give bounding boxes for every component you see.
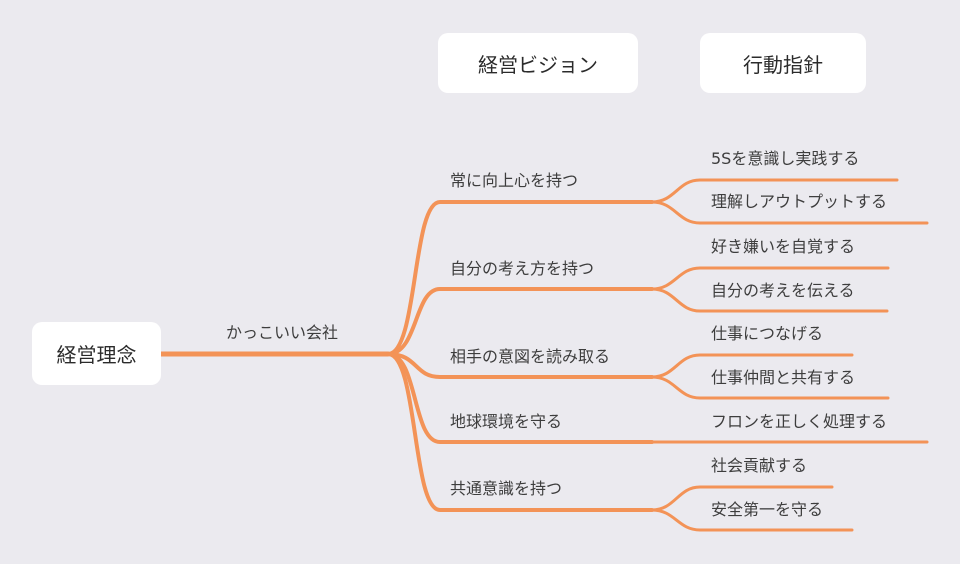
vision-node-2[interactable]: 自分の考え方を持つ <box>450 259 595 278</box>
vision-node-5[interactable]: 共通意識を持つ <box>450 479 563 498</box>
action-node-1-1[interactable]: 5Sを意識し実践する <box>711 149 860 168</box>
connector-action-2-2 <box>650 287 889 313</box>
connector-action-5-2 <box>650 508 854 532</box>
vision-node-1[interactable]: 常に向上心を持つ <box>450 171 579 190</box>
action-node-5-1[interactable]: 社会貢献する <box>711 456 808 475</box>
action-node-2-1[interactable]: 好き嫌いを自覚する <box>711 237 856 256</box>
action-node-3-2[interactable]: 仕事仲間と共有する <box>711 368 856 387</box>
connector-action-3-2 <box>650 375 890 400</box>
vision-node-3[interactable]: 相手の意図を読み取る <box>450 347 611 366</box>
root-node-label: 経営理念 <box>56 343 137 367</box>
root-node[interactable]: 経営理念 <box>32 322 161 385</box>
vision-header-box[interactable]: 経営ビジョン <box>438 33 638 93</box>
action-node-1-2[interactable]: 理解しアウトプットする <box>711 192 888 211</box>
vision-header-label: 経営ビジョン <box>478 52 598 77</box>
action-header-box[interactable]: 行動指針 <box>700 33 866 93</box>
action-node-3-1[interactable]: 仕事につなげる <box>711 324 824 343</box>
connector-vision-1 <box>386 200 654 356</box>
action-node-2-2[interactable]: 自分の考えを伝える <box>711 281 855 300</box>
action-node-4-1[interactable]: フロンを正しく処理する <box>711 412 888 431</box>
connector-vision-5 <box>386 352 654 512</box>
vision-node-4[interactable]: 地球環境を守る <box>450 412 563 431</box>
action-node-5-2[interactable]: 安全第一を守る <box>711 500 824 519</box>
action-header-label: 行動指針 <box>743 52 823 77</box>
connector-vision-2 <box>386 287 654 356</box>
trunk-label[interactable]: かっこいい会社 <box>226 323 339 342</box>
connector-action-1-2 <box>650 200 929 225</box>
